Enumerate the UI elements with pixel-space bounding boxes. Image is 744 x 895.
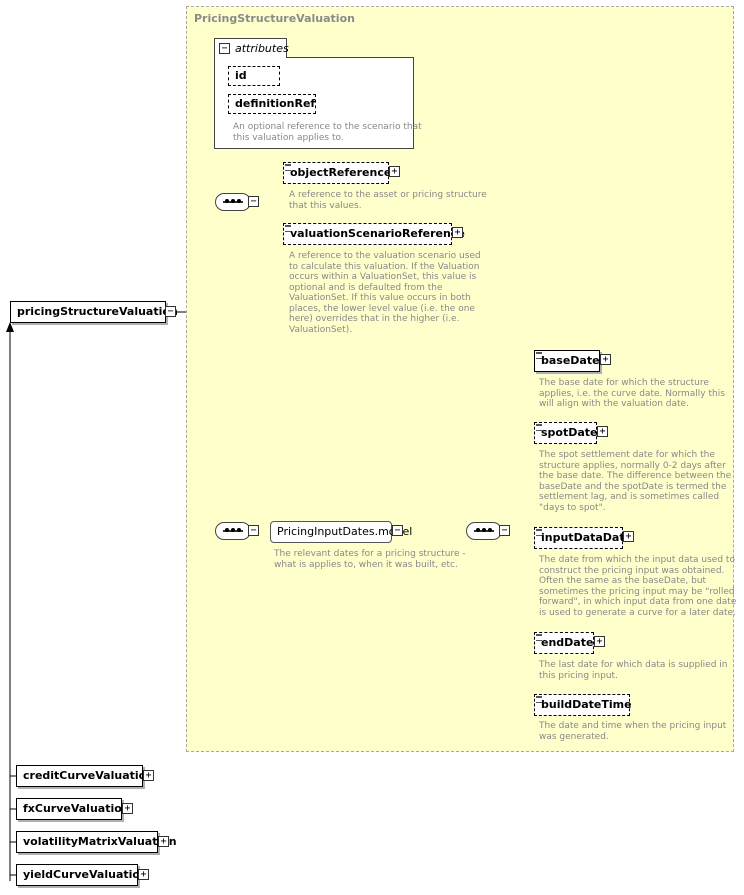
element-marker-icon	[536, 634, 542, 641]
yield-curve-valuation-expand-icon[interactable]: +	[138, 869, 149, 880]
root-element[interactable]: pricingStructureValuation	[10, 301, 178, 323]
build-date-time-doc: The date and time when the pricing input…	[539, 721, 727, 742]
yield-curve-valuation-element[interactable]: yieldCurveValuation	[16, 864, 148, 886]
object-reference-element[interactable]: objectReference	[283, 162, 391, 184]
collapse-icon[interactable]: −	[219, 43, 230, 54]
input-data-date-doc: The date from which the input data used …	[539, 555, 737, 618]
attributes-doc: An optional reference to the scenario th…	[233, 122, 422, 143]
volatility-matrix-valuation-element[interactable]: volatilityMatrixValuation	[16, 831, 177, 853]
end-date-expand-icon[interactable]: +	[594, 636, 605, 647]
end-date-doc: The last date for which data is supplied…	[539, 660, 728, 681]
sequence-collapse-icon[interactable]: −	[248, 525, 259, 536]
build-date-time-element[interactable]: buildDateTime	[534, 694, 632, 716]
fx-curve-valuation-expand-icon[interactable]: +	[122, 803, 133, 814]
valuation-scenario-reference-element[interactable]: valuationScenarioReference	[283, 223, 465, 245]
root-collapse-icon[interactable]: −	[165, 306, 176, 317]
volatility-matrix-valuation-expand-icon[interactable]: +	[158, 836, 169, 847]
attributes-tab[interactable]: − attributes	[214, 38, 289, 58]
input-data-date-element[interactable]: inputDataDate	[534, 527, 632, 549]
model-doc: The relevant dates for a pricing structu…	[274, 549, 466, 570]
valuation-scenario-reference-doc: A reference to the valuation scenario us…	[289, 251, 481, 335]
element-marker-icon	[536, 696, 542, 703]
base-date-doc: The base date for which the structure ap…	[539, 378, 725, 409]
fx-curve-valuation-element[interactable]: fxCurveValuation	[16, 798, 130, 820]
element-marker-icon	[285, 225, 291, 232]
spot-date-doc: The spot settlement date for which the s…	[539, 450, 732, 513]
object-reference-expand-icon[interactable]: +	[389, 166, 400, 177]
element-marker-icon	[536, 352, 542, 359]
base-date-element[interactable]: baseDate	[534, 350, 600, 372]
sequence-collapse-icon[interactable]: −	[248, 196, 259, 207]
model-collapse-icon[interactable]: −	[392, 525, 403, 536]
attribute-definition-ref[interactable]: definitionRef	[228, 94, 316, 114]
pricing-input-dates-model-group[interactable]: PricingInputDates.model	[270, 521, 412, 543]
element-marker-icon	[536, 424, 542, 431]
sequence-compositor-icon[interactable]	[215, 193, 251, 211]
attribute-id[interactable]: id	[228, 66, 280, 86]
spot-date-element[interactable]: spotDate	[534, 422, 598, 444]
sequence-collapse-icon[interactable]: −	[499, 525, 510, 536]
credit-curve-valuation-expand-icon[interactable]: +	[143, 770, 154, 781]
input-data-date-expand-icon[interactable]: +	[623, 531, 634, 542]
valuation-scenario-reference-expand-icon[interactable]: +	[452, 227, 463, 238]
credit-curve-valuation-element[interactable]: creditCurveValuation	[16, 765, 154, 787]
group-title: PricingStructureValuation	[194, 12, 355, 25]
element-marker-icon	[536, 529, 542, 536]
attributes-tab-label: attributes	[235, 42, 289, 55]
sequence-compositor-icon[interactable]	[466, 522, 502, 540]
element-marker-icon	[285, 164, 291, 171]
sequence-compositor-icon[interactable]	[215, 522, 251, 540]
end-date-element[interactable]: endDate	[534, 632, 594, 654]
object-reference-doc: A reference to the asset or pricing stru…	[289, 190, 487, 211]
base-date-expand-icon[interactable]: +	[600, 354, 611, 365]
spot-date-expand-icon[interactable]: +	[597, 426, 608, 437]
